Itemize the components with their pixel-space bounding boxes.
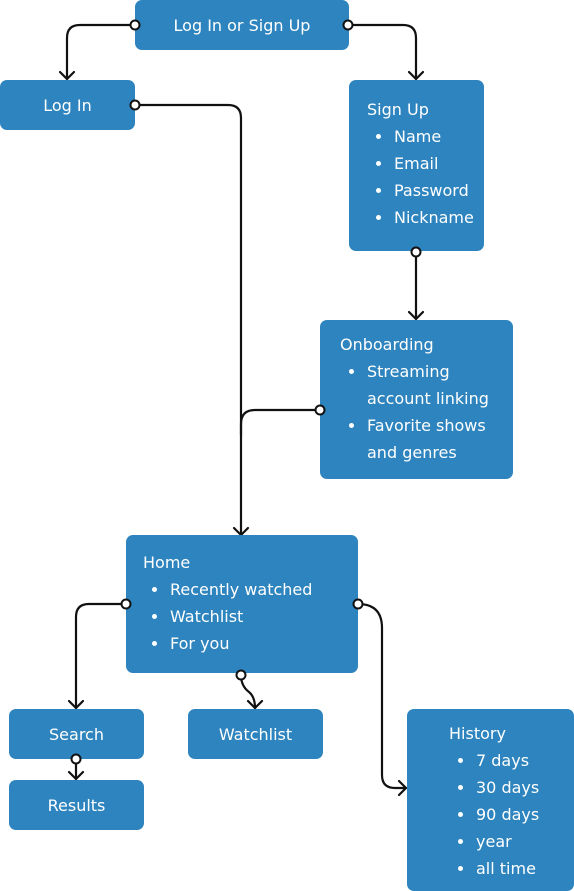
arrowhead-icon: [67, 699, 85, 710]
node-home-item: Recently watched: [143, 576, 350, 603]
node-watchlist[interactable]: Watchlist: [188, 709, 323, 759]
node-history-item: 90 days: [449, 801, 566, 828]
edge-signup-to-onboarding: [407, 250, 425, 321]
edge-login-to-home: [133, 103, 250, 537]
arrowhead-icon: [58, 70, 76, 81]
node-signup-item: Name: [367, 123, 484, 150]
node-results[interactable]: Results: [9, 780, 144, 830]
node-onboarding-item: Favorite shows and genres: [340, 412, 501, 466]
node-home-item: Watchlist: [143, 603, 350, 630]
node-login-label: Log In: [43, 95, 92, 115]
node-login-or-signup[interactable]: Log In or Sign Up: [135, 0, 349, 50]
node-signup-title: Sign Up: [367, 100, 429, 119]
arrowhead-icon: [407, 310, 425, 321]
edge-search-to-results: [67, 757, 85, 781]
edge-home-to-history: [356, 602, 408, 797]
node-signup-item: Nickname: [367, 204, 484, 231]
node-search[interactable]: Search: [9, 709, 144, 759]
node-history-item: 30 days: [449, 774, 566, 801]
node-signup-list: Name Email Password Nickname: [367, 123, 484, 231]
edge-onboarding-to-home: [239, 408, 322, 437]
node-login[interactable]: Log In: [0, 80, 135, 130]
node-history-item: year: [449, 828, 566, 855]
edge-login-or-signup-to-login: [58, 23, 137, 81]
node-onboarding-title: Onboarding: [340, 335, 434, 354]
node-home-item: For you: [143, 630, 350, 657]
arrowhead-icon: [246, 699, 264, 710]
node-history-list: 7 days 30 days 90 days year all time: [449, 747, 566, 882]
node-onboarding[interactable]: Onboarding Streaming account linking Fav…: [320, 320, 513, 479]
connector-line: [133, 103, 243, 537]
node-home-title: Home: [143, 553, 191, 572]
connector-line: [356, 602, 408, 790]
node-history-item: 7 days: [449, 747, 566, 774]
edge-home-to-search: [67, 602, 128, 710]
arrowhead-icon: [397, 779, 408, 797]
arrowhead-icon: [407, 70, 425, 81]
node-search-label: Search: [49, 724, 104, 744]
node-onboarding-list: Streaming account linking Favorite shows…: [340, 358, 501, 466]
arrowhead-icon: [67, 770, 85, 781]
node-onboarding-item: Streaming account linking: [340, 358, 501, 412]
node-history[interactable]: History 7 days 30 days 90 days year all …: [407, 709, 574, 891]
node-results-label: Results: [47, 795, 106, 815]
edge-login-or-signup-to-signup: [346, 23, 425, 81]
connector-line: [65, 23, 137, 81]
connector-line: [239, 408, 322, 437]
node-home[interactable]: Home Recently watched Watchlist For you: [126, 535, 358, 673]
node-history-item: all time: [449, 855, 566, 882]
node-signup[interactable]: Sign Up Name Email Password Nickname: [349, 80, 484, 251]
node-login-or-signup-label: Log In or Sign Up: [173, 15, 311, 35]
node-signup-item: Email: [367, 150, 484, 177]
node-history-title: History: [449, 724, 506, 743]
connector-line: [346, 23, 418, 81]
arrowhead-icon: [232, 526, 250, 537]
node-signup-item: Password: [367, 177, 484, 204]
edge-home-to-watchlist: [239, 673, 264, 710]
connector-line: [74, 602, 128, 710]
connector-line: [239, 673, 257, 710]
node-home-list: Recently watched Watchlist For you: [143, 576, 350, 657]
node-watchlist-label: Watchlist: [218, 724, 293, 744]
